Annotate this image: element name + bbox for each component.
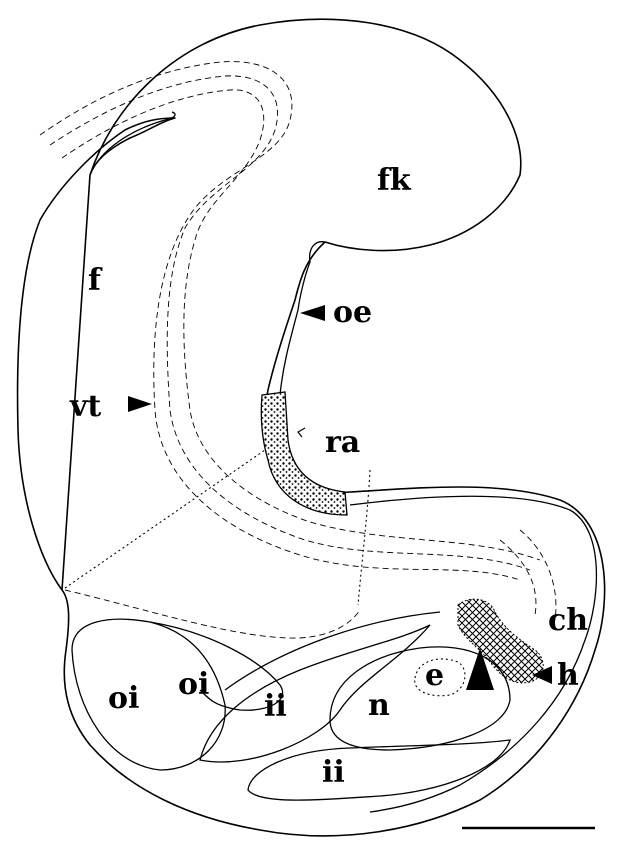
label-ra: ra: [325, 425, 360, 460]
label-oi-center: oi: [178, 667, 209, 702]
label-ii-upper: ii: [264, 689, 287, 724]
ra-pointer-icon: [298, 428, 305, 437]
upper-arc: [225, 612, 440, 690]
ii-lower-lobe: [248, 740, 510, 800]
vt-arrow-icon: [128, 396, 152, 412]
oe-arrow-icon: [300, 305, 325, 321]
label-vt: vt: [69, 389, 101, 424]
ra-dotted-line: [358, 470, 370, 605]
outer-outline: [18, 19, 605, 836]
label-n: n: [368, 688, 390, 723]
ii-upper-lobe: [200, 625, 430, 762]
inner-contour-lower: [350, 496, 596, 812]
label-oe: oe: [333, 295, 372, 330]
label-ii-lower: ii: [322, 755, 345, 790]
label-h: h: [557, 658, 579, 693]
label-ch: ch: [548, 603, 588, 638]
label-e: e: [425, 658, 444, 693]
label-f: f: [88, 263, 103, 298]
lower-dashed-line: [65, 590, 360, 638]
label-fk: fk: [377, 163, 412, 198]
label-oi-left: oi: [108, 681, 139, 716]
vt-band-right: [500, 540, 536, 615]
left-dotted-line: [65, 450, 265, 588]
